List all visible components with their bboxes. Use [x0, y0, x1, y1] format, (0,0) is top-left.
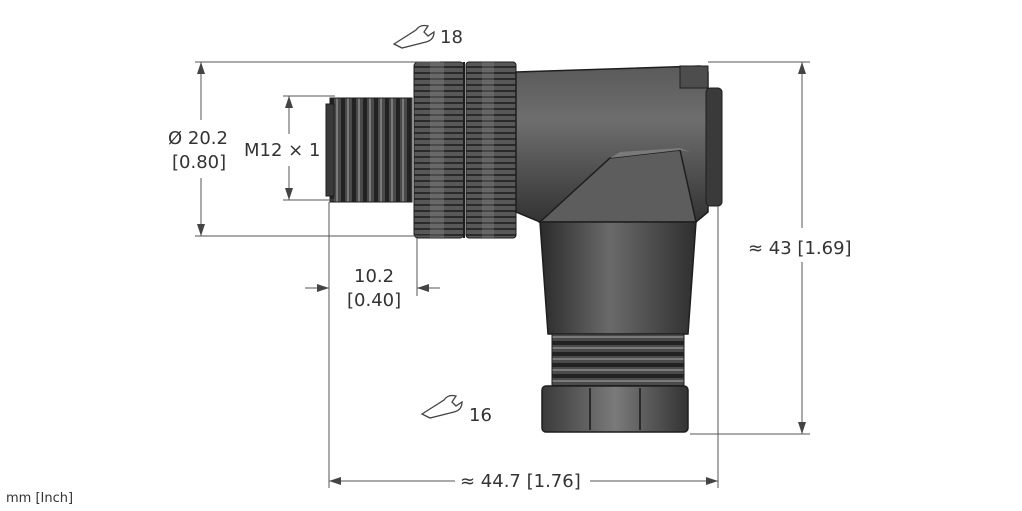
cable-thread — [551, 333, 685, 387]
width-label: ≈ 44.7 [1.76] — [460, 471, 581, 492]
thread-tip — [325, 103, 335, 197]
units-label: mm [Inch] — [6, 491, 73, 506]
wrench-icon — [392, 24, 435, 49]
height-label: ≈ 43 [1.69] — [748, 238, 852, 259]
length-inch-label: [0.40] — [347, 290, 401, 311]
cable-nut — [541, 385, 689, 433]
lower-housing — [539, 221, 697, 335]
diameter-label: Ø 20.2 — [168, 128, 228, 149]
male-thread — [329, 97, 413, 203]
side-cap — [705, 87, 723, 207]
length-label: 10.2 — [354, 266, 394, 287]
connector-illustration — [325, 61, 723, 433]
diameter-inch-label: [0.80] — [172, 152, 226, 173]
wrench-size-bottom: 16 — [469, 405, 492, 426]
dimension-lines — [195, 61, 810, 488]
wrench-icon — [420, 394, 463, 419]
wrench-size-top: 18 — [440, 27, 463, 48]
thread-label: M12 × 1 — [244, 140, 320, 161]
